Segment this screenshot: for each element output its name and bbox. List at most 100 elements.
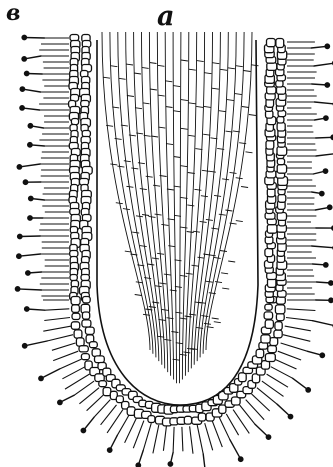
cross-wall (204, 73, 211, 74)
hair (19, 164, 40, 167)
cross-wall (165, 81, 172, 82)
cortex-cell (81, 354, 89, 360)
cortex-cell (264, 312, 273, 319)
cross-wall (134, 73, 141, 74)
cross-wall (174, 157, 181, 158)
cross-wall (173, 86, 180, 87)
cross-wall (221, 273, 228, 274)
cortex-cell (267, 39, 276, 47)
cortex-cell (277, 123, 285, 132)
palisade-cell (94, 400, 110, 418)
cross-wall (164, 339, 171, 340)
cross-wall (174, 186, 181, 187)
hair-tip (22, 57, 26, 61)
cortex-cell (198, 413, 205, 421)
palisade-cell (47, 335, 73, 341)
cross-wall (126, 64, 133, 65)
palisade-cell (205, 423, 213, 450)
hair (203, 454, 205, 467)
cross-wall (189, 103, 196, 104)
cross-wall (142, 67, 149, 68)
cortex-cell (275, 322, 282, 330)
palisade-cell (278, 351, 301, 360)
cross-wall (158, 127, 165, 128)
palisade-cell (212, 421, 222, 448)
elongated-cell-wall (185, 32, 196, 376)
cross-wall (157, 253, 164, 254)
cortex-cell (79, 346, 88, 352)
cross-wall (212, 63, 219, 64)
cross-wall (135, 295, 142, 296)
central-elongated-cells (102, 32, 259, 383)
elongated-cell-wall (142, 32, 165, 368)
palisade-cell (53, 351, 78, 360)
cross-wall (236, 66, 243, 67)
cortex-cell (256, 349, 264, 357)
hair-tip (58, 400, 62, 404)
cross-wall (140, 246, 147, 247)
cross-wall (181, 128, 188, 129)
cortex-cell (270, 338, 278, 346)
cortex-cell (277, 165, 286, 174)
cross-wall (123, 209, 130, 210)
elongated-cell-wall (173, 32, 176, 383)
cortex-cell (265, 320, 273, 329)
cross-wall (222, 288, 229, 289)
cross-wall (158, 95, 165, 96)
hair-tip (323, 169, 327, 173)
cross-wall (110, 66, 117, 67)
cross-wall (183, 352, 190, 353)
cross-wall (211, 228, 218, 229)
hair-tip (136, 463, 140, 467)
cortex-cell (267, 87, 276, 94)
hair-tip (18, 234, 22, 238)
cortex-cell (95, 356, 105, 363)
cortex-cell (70, 275, 77, 281)
hair-tip (22, 35, 26, 39)
cross-wall (214, 322, 221, 323)
cross-wall (212, 318, 219, 319)
palisade-cell (275, 359, 297, 369)
cross-wall (236, 221, 243, 222)
cross-wall (188, 135, 195, 136)
hair-tip (26, 271, 30, 275)
cross-wall (201, 196, 208, 197)
elongated-cell-wall (203, 32, 244, 354)
cross-wall (180, 275, 187, 276)
cross-wall (136, 216, 143, 217)
palisade-cell (163, 426, 166, 451)
cortex-cell (276, 313, 284, 320)
palisade-cell (60, 359, 82, 369)
cross-wall (187, 232, 194, 233)
label-a: a (157, 3, 175, 30)
cross-wall (230, 172, 237, 173)
cortex-cell (71, 322, 79, 330)
cross-wall (162, 309, 169, 310)
hair-tip (29, 196, 33, 200)
cross-wall (127, 96, 134, 97)
palisade-cell (271, 367, 293, 379)
palisade-cell (281, 343, 308, 351)
palisade-cell (44, 318, 70, 321)
cortex-cell (261, 335, 270, 343)
cortex-cell (275, 305, 285, 314)
elongated-cell-wall (149, 32, 167, 372)
hair-tip (328, 205, 332, 209)
cross-wall (204, 106, 211, 107)
elongated-cell-wall (182, 32, 188, 380)
hair-tip (17, 254, 21, 258)
cortex-cell (184, 416, 191, 424)
cross-wall (220, 251, 227, 252)
palisade-cell (286, 318, 313, 321)
palisade-cell (267, 374, 288, 387)
hair-tip (25, 307, 29, 311)
cross-wall (228, 68, 235, 69)
cross-wall (192, 265, 199, 266)
cross-wall (203, 134, 210, 135)
hair-tip (23, 344, 27, 348)
palisade-cell (74, 381, 94, 395)
cross-wall (181, 100, 188, 101)
cortex-cell (83, 297, 91, 303)
cross-wall (152, 258, 159, 259)
